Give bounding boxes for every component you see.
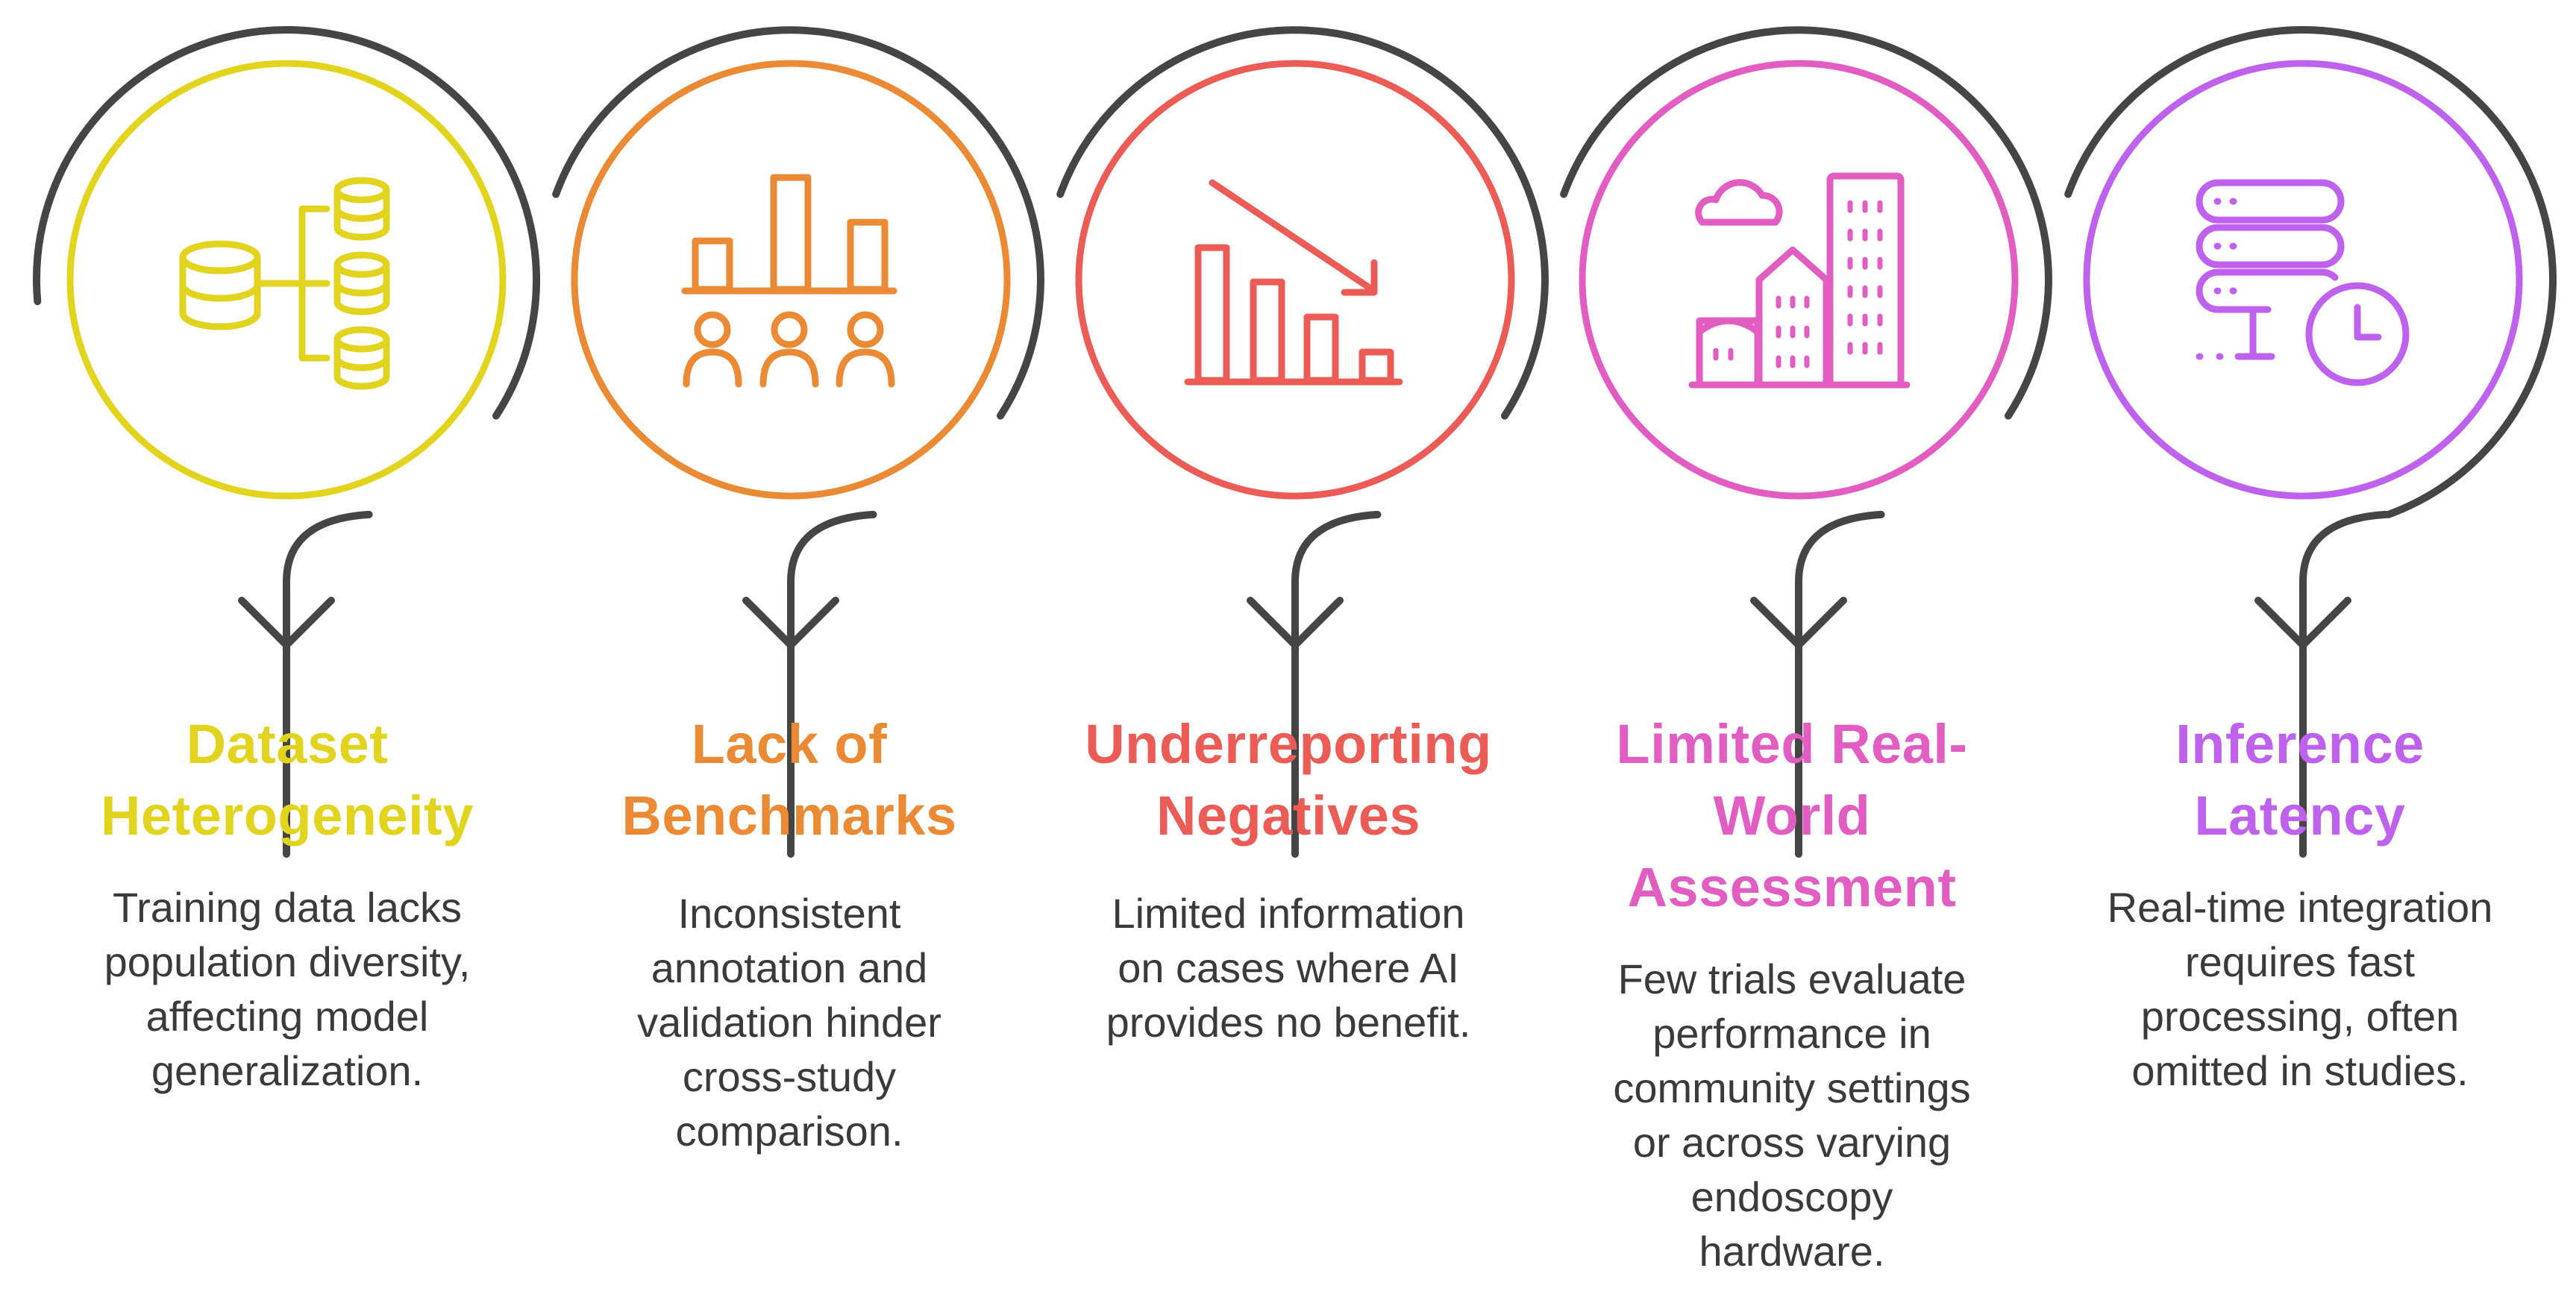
title-line: Heterogeneity [101,785,474,847]
title-line: Inference [2175,713,2425,775]
step-circle [66,60,507,500]
description-line: provides no benefit. [1106,999,1471,1046]
title-line: Dataset [186,713,389,775]
step-description: Real-time integration requires fast proc… [2061,880,2539,1098]
description-line: community settings [1613,1064,1971,1111]
description-line: requires fast [2184,938,2416,985]
step-description: Training data lacks population diversity… [48,880,526,1098]
track-hook [283,510,373,858]
title-line: Latency [2194,785,2406,847]
declining-bar-chart-icon [1184,179,1403,386]
step-title: Lack of Benchmarks [551,709,1028,852]
title-line: Assessment [1627,856,1957,918]
step-underreporting-negatives: Underreporting Negatives Limited informa… [1050,709,1527,1049]
step-dataset-heterogeneity: Dataset Heterogeneity Training data lack… [48,709,526,1098]
step-title: Dataset Heterogeneity [48,709,526,852]
description-line: or across varying [1632,1119,1952,1166]
step-title: Limited Real- World Assessment [1553,709,2031,923]
database-hierarchy-icon [179,177,390,390]
description-line: endoscopy [1690,1173,1893,1220]
title-line: Underreporting [1085,713,1492,775]
step-title: Underreporting Negatives [1050,709,1527,852]
step-circle [571,60,1011,500]
arrow-down-icon [1247,597,1344,649]
description-line: population diversity, [104,938,471,985]
description-line: validation hinder [637,999,941,1046]
arrow-down-icon [1750,597,1847,649]
connector-track [33,26,2557,858]
step-description: Inconsistent annotation and validation h… [551,886,1028,1158]
track-arc [33,26,541,420]
description-line: comparison. [675,1108,903,1155]
description-line: Inconsistent [677,890,901,937]
city-buildings-icon [1688,172,1911,389]
description-line: generalization. [151,1047,424,1094]
title-line: Lack of [691,713,888,775]
step-title: Inference Latency [2061,709,2539,852]
track-hook [1291,510,1382,858]
arrow-down-icon [238,597,335,649]
description-line: on cases where AI [1118,944,1459,991]
title-line: Benchmarks [621,785,957,847]
description-line: cross-study [682,1053,897,1100]
title-line: Negatives [1156,785,1421,847]
track-arc [1056,26,1549,420]
description-line: omitted in studies. [2131,1047,2469,1094]
step-lack-of-benchmarks: Lack of Benchmarks Inconsistent annotati… [551,709,1028,1158]
arrow-down-icon [2254,597,2351,649]
description-line: affecting model [145,993,429,1040]
step-circles [66,60,2523,500]
step-circle [1075,60,1515,500]
bar-chart-people-icon [681,174,897,388]
description-line: Few trials evaluate [1617,955,1967,1002]
arrow-down-icon [742,597,839,649]
step-limited-real-world-assessment: Limited Real- World Assessment Few trial… [1553,709,2031,1278]
step-circle [1579,60,2019,500]
description-line: processing, often [2140,993,2460,1040]
description-line: Limited information [1112,890,1465,937]
track-arc [2064,26,2557,518]
track-hook [1795,510,1885,858]
step-description: Limited information on cases where AI pr… [1050,886,1527,1049]
step-description: Few trials evaluate performance in commu… [1553,952,2031,1278]
description-line: annotation and [651,944,928,991]
description-line: Training data lacks [113,884,462,931]
step-icons [179,172,2410,390]
track-hook [2299,510,2389,858]
server-clock-icon [2196,179,2410,386]
track-arc [552,26,1044,420]
title-line: Limited Real- [1616,713,1968,775]
description-line: hardware. [1699,1228,1885,1275]
description-line: Real-time integration [2107,884,2493,931]
step-inference-latency: Inference Latency Real-time integration … [2061,709,2539,1098]
title-line: World [1713,785,1871,847]
track-arc [1560,26,2052,420]
track-hook [787,510,877,858]
description-line: performance in [1652,1010,1931,1057]
step-circle [2083,60,2523,500]
